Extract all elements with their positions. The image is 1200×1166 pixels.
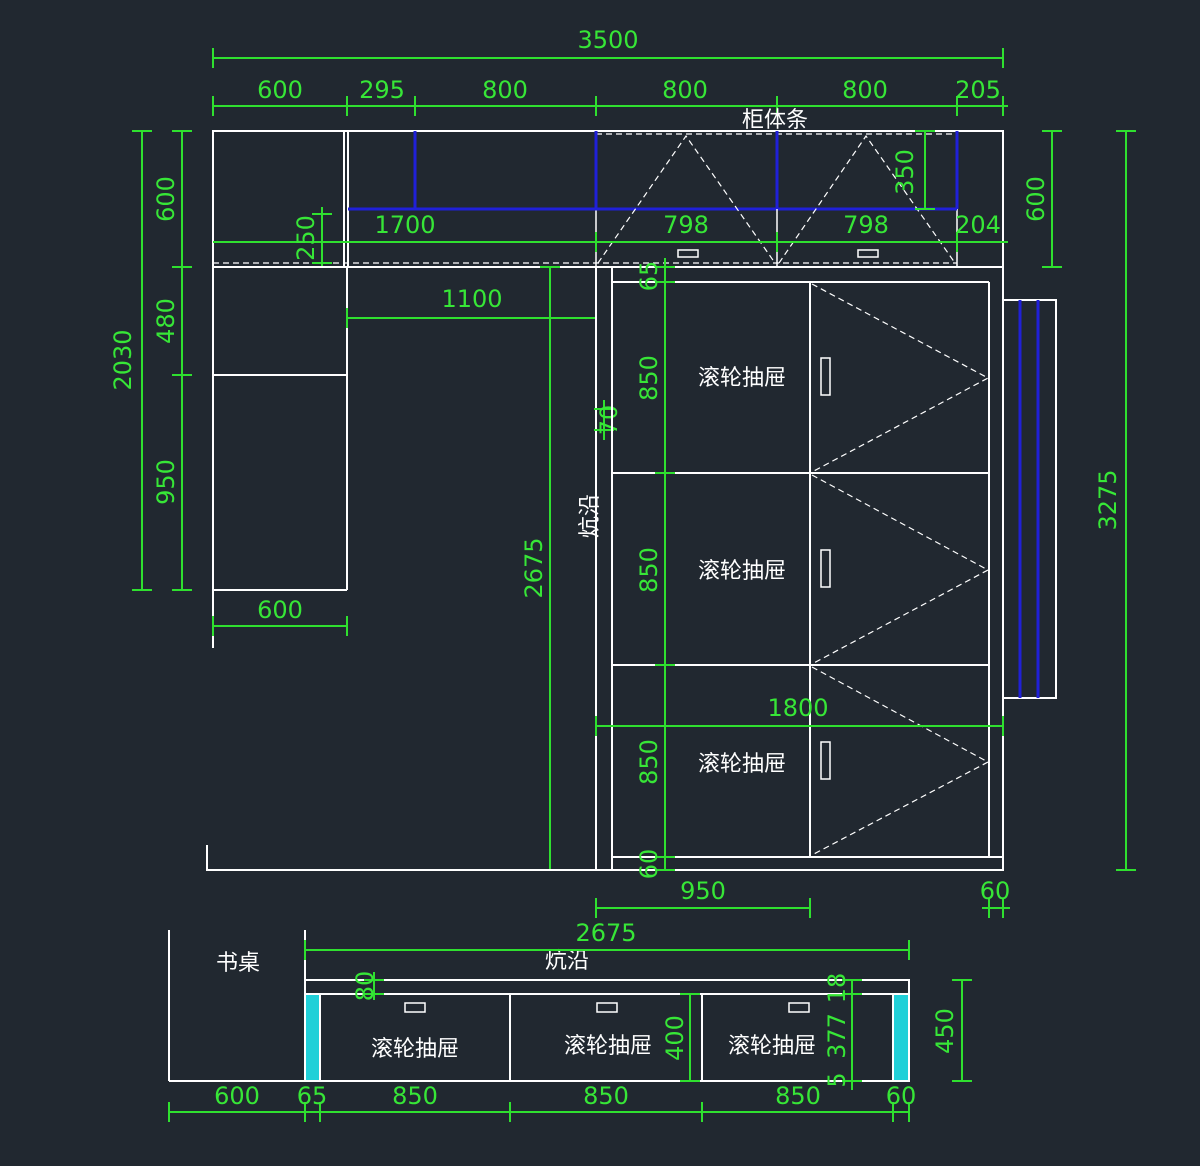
dim-total-width: 3500 [577,26,638,54]
dim-w800c: 800 [842,76,888,104]
dim-b377: 377 [823,1013,851,1059]
dim-h2030: 2030 [109,329,137,390]
top-dimension-lines [212,48,1008,116]
dim-b60: 60 [886,1082,917,1110]
drawer-cabinet-dims [655,258,675,871]
upper-cabinet-dims [213,130,1008,267]
dim-w600: 600 [257,76,303,104]
dim-h2675: 2675 [520,537,548,598]
label-edge-vertical: 炕沿 [578,494,603,538]
dim-1800-line [595,716,1004,736]
dim-w600-bottom: 600 [257,596,303,624]
label-roller-drawer-3: 滚轮抽屉 [698,752,786,777]
dim-w800b: 800 [662,76,708,104]
dim-w205: 205 [955,76,1001,104]
dim-w800a: 800 [482,76,528,104]
dim-h600-left: 600 [152,176,180,222]
dim-950-line [595,898,1010,918]
dim-w60: 60 [980,877,1011,905]
dim-w204: 204 [955,211,1001,239]
dim-b5: 5 [823,1072,851,1087]
left-dimension-lines [132,130,192,591]
dim-b80: 80 [351,971,379,1002]
dim-h950: 950 [152,459,180,505]
dim-h480: 480 [152,298,180,344]
dim-h3275: 3275 [1094,469,1122,530]
label-roller-drawer-6: 滚轮抽屉 [728,1034,816,1059]
right-dimension-lines [1042,130,1136,871]
dim-h850c: 850 [635,739,663,785]
label-roller-drawer-1: 滚轮抽屉 [698,366,786,391]
bottom-elevation-dims [168,940,972,1122]
dim-b65: 65 [297,1082,328,1110]
dim-w798a: 798 [663,211,709,239]
dim-w950: 950 [680,877,726,905]
drawer-cabinet [611,266,1004,871]
dim-b18: 18 [823,973,851,1004]
dim-w1700: 1700 [374,211,435,239]
label-edge-bottom: 炕沿 [545,949,589,974]
dim-b600: 600 [214,1082,260,1110]
label-desk: 书桌 [216,951,260,976]
dim-w798b: 798 [843,211,889,239]
dim-w1800: 1800 [767,694,828,722]
dim-w1100: 1100 [441,285,502,313]
dim-h600-right: 600 [1022,176,1050,222]
dim-b850b: 850 [583,1082,629,1110]
dim-b850a: 850 [392,1082,438,1110]
dim-b850c: 850 [775,1082,821,1110]
dim-h70: 70 [595,405,623,436]
label-roller-drawer-2: 滚轮抽屉 [698,559,786,584]
dim-w295: 295 [359,76,405,104]
dim-h850b: 850 [635,547,663,593]
dim-b400: 400 [661,1015,689,1061]
dim-h850a: 850 [635,355,663,401]
label-cabinet-strip: 柜体条 [742,108,808,133]
upper-cabinet [212,130,1004,268]
dim-b2675: 2675 [575,919,636,947]
dim-h350: 350 [891,149,919,195]
label-roller-drawer-5: 滚轮抽屉 [564,1034,652,1059]
dim-h65: 65 [635,261,663,292]
bottom-elevation [168,930,910,1082]
dim-h250: 250 [292,215,320,261]
side-panel [1002,299,1057,699]
label-roller-drawer-4: 滚轮抽屉 [371,1037,459,1062]
dim-h60: 60 [635,849,663,880]
left-tall-cabinet [212,266,348,648]
dim-b450: 450 [931,1008,959,1054]
